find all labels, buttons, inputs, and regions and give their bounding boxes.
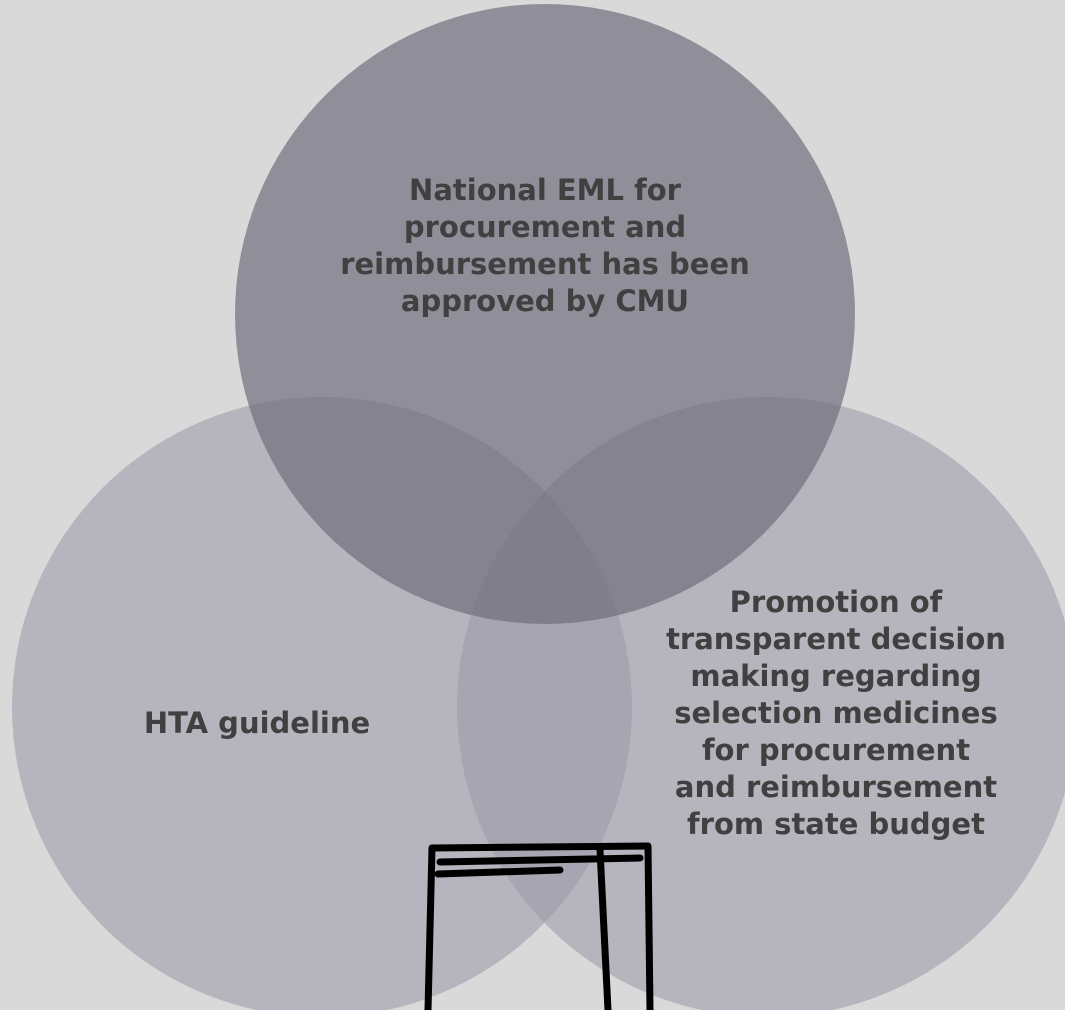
hand-drawn-mark: [424, 842, 654, 1010]
circle-top-label: National EML for procurement and reimbur…: [340, 173, 750, 318]
circle-left-label: HTA guideline: [143, 706, 371, 740]
circle-top: [235, 4, 855, 624]
circle-right-label: Promotion of transparent decision making…: [666, 585, 1006, 841]
